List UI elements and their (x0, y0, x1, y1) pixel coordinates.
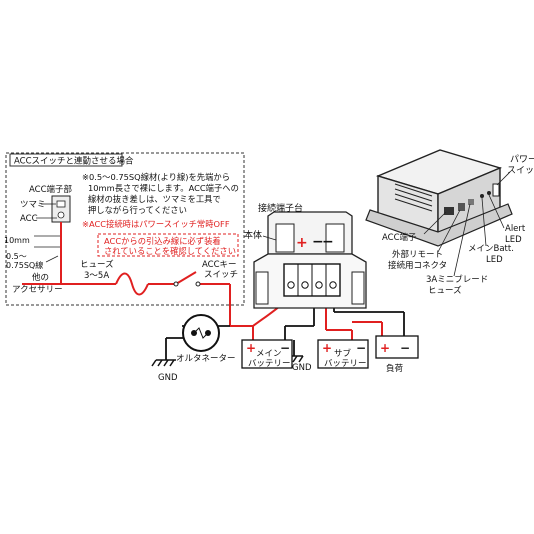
acc-box-title-frame (9, 153, 123, 167)
gnd-left-icon (151, 359, 176, 367)
terminal-minus-2: − (322, 234, 334, 250)
remote-connector-icon (458, 203, 465, 211)
main-batt-led-label-2: LED (486, 255, 503, 265)
fuse-icon (468, 199, 474, 205)
remote-connector-label-2: 接続用コネクタ (388, 260, 447, 271)
other-accessory-label-2: アクセサリー (12, 285, 63, 295)
sub-battery-minus: − (356, 341, 366, 355)
alert-led-icon (487, 191, 491, 195)
main-battery-icon (241, 339, 293, 369)
red-note-frame (97, 233, 239, 257)
acc-box-title: ACCスイッチと連動させる場合 (14, 156, 134, 167)
power-switch-label-2: スイッチ (507, 165, 534, 176)
red-note-line-2: されていることを確認してください (104, 246, 236, 256)
main-battery-label-2: バッテリー (248, 359, 291, 369)
sub-battery-label-1: サブ (334, 348, 352, 359)
main-battery-minus: − (280, 341, 290, 355)
terminal-block-label: 接続端子台 (258, 202, 303, 214)
mini-fuse-label-1: 3Aミニブレード (426, 274, 488, 285)
mm-label: 10mm (4, 236, 30, 245)
acc-hole-icon (57, 211, 65, 219)
terminal-plus: + (296, 235, 308, 251)
sub-battery-label-2: バッテリー (324, 359, 367, 369)
wire-size-label-2: 0.75SQ線 (6, 260, 43, 270)
acc-note-line-2: 10mm長さで裸にします。ACC端子への (88, 183, 239, 193)
gnd-left-label: GND (158, 373, 178, 383)
acc-label: ACC (20, 214, 38, 224)
knob-label: ツマミ (20, 200, 46, 210)
remote-connector-label-1: 外部リモート (392, 249, 443, 260)
power-switch-label-1: パワー (510, 154, 534, 165)
alert-led-label-2: LED (505, 235, 522, 245)
acc-terminal-device-label: ACC端子 (382, 232, 417, 243)
alternator-label: オルタネーター (176, 354, 236, 364)
fuse-label-2: 3～5A (84, 271, 109, 281)
main-batt-led-label-1: メインBatt. (468, 244, 514, 254)
sub-battery-icon (317, 339, 369, 369)
acc-note-line-4: 押しながら行ってください (88, 205, 187, 215)
load-plus: + (380, 341, 390, 355)
gnd-mid-label: GND (292, 363, 312, 373)
load-label: 負荷 (386, 363, 404, 374)
terminal-minus-1: − (312, 234, 324, 250)
acc-note-line-1: ※0.5～0.75SQ線材(より線)を先端から (82, 172, 230, 182)
wire-size-label-1: 0.5～ (6, 252, 27, 261)
power-switch-icon (492, 183, 500, 197)
key-switch-contact-1 (173, 281, 179, 287)
acc-key-label-2: スイッチ (204, 270, 238, 280)
main-batt-led-icon (480, 194, 484, 198)
body-label: 本体 (244, 229, 262, 241)
acc-terminal-part-label: ACC端子部 (29, 184, 73, 195)
knob-icon (56, 200, 66, 208)
main-battery-plus: + (246, 341, 256, 355)
alert-led-label-1: Alert (505, 224, 526, 234)
terminal-block-icon (253, 211, 367, 309)
sub-battery-plus: + (322, 341, 332, 355)
key-switch-contact-2 (195, 281, 201, 287)
other-accessory-label-1: 他の (32, 272, 49, 283)
load-icon (375, 335, 419, 359)
acc-warning-line: ※ACC接続時はパワースイッチ常時OFF (82, 219, 230, 229)
acc-terminal-icon (444, 207, 454, 215)
main-battery-label-1: メイン (256, 349, 282, 359)
load-minus: − (400, 341, 410, 355)
device-illustration (365, 149, 513, 277)
red-note-line-1: ACCからの引込み線に必ず装着 (104, 236, 221, 246)
acc-note-line-3: 線材の抜き差しは、ツマミを工具で (88, 194, 221, 204)
mini-fuse-label-2: ヒューズ (428, 285, 462, 296)
acc-key-label-1: ACCキー (202, 260, 237, 270)
fuse-label-1: ヒューズ (80, 259, 114, 270)
